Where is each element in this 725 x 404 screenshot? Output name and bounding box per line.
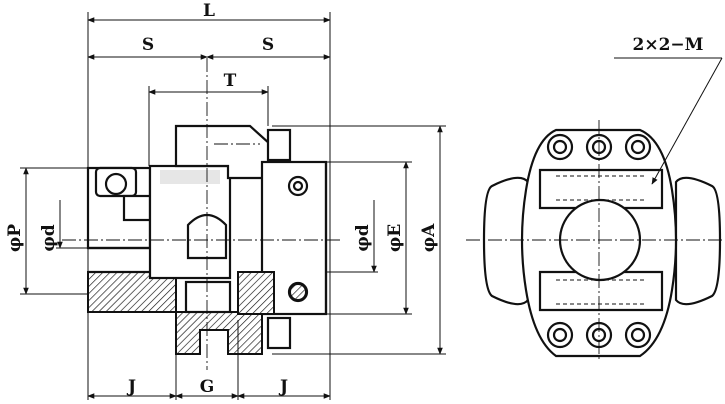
dim-label-phid-right: φd <box>353 224 373 251</box>
dim-label-G: G <box>200 377 215 397</box>
screw-note-label: 2×2−M <box>633 35 704 55</box>
dim-label-S-left: S <box>142 35 154 55</box>
dim-label-J-left: J <box>126 377 136 397</box>
dim-label-phiP: φP <box>5 224 25 252</box>
dim-label-J-right: J <box>278 377 288 397</box>
front-view <box>466 57 724 362</box>
dim-label-T: T <box>224 71 237 91</box>
note-leader <box>651 57 723 185</box>
dim-label-L: L <box>203 1 215 21</box>
right-jaw <box>674 176 722 306</box>
dim-label-S-right: S <box>262 35 274 55</box>
center-slider <box>148 124 272 355</box>
right-hub-screw-top <box>287 175 309 197</box>
left-hub-screw-hole <box>104 172 128 196</box>
left-jaw <box>482 176 530 306</box>
dim-label-phid-left: φd <box>39 224 59 251</box>
upper-key <box>538 168 664 210</box>
side-view <box>20 12 446 400</box>
left-hub <box>86 166 177 313</box>
dim-label-phiA: φA <box>419 223 439 252</box>
right-hub <box>237 128 328 350</box>
dim-label-phiE: φE <box>385 224 405 252</box>
